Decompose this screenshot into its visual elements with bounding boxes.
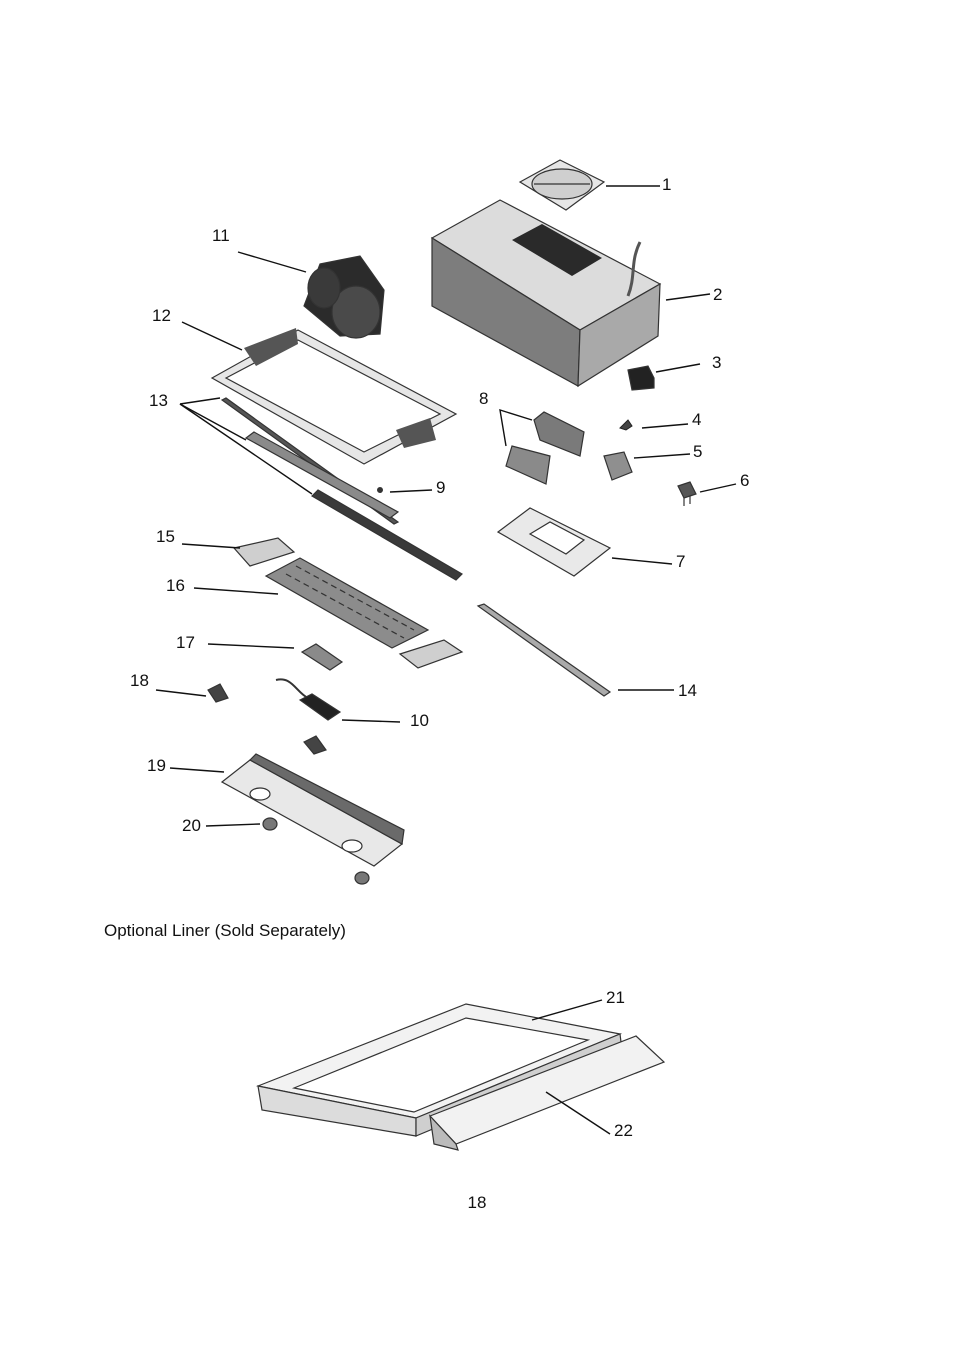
part-8-control-box — [505, 411, 585, 485]
callout-4: 4 — [692, 410, 702, 429]
callout-12: 12 — [152, 306, 171, 325]
part-20-lamp — [262, 817, 278, 831]
part-16-baffle-filter — [264, 557, 430, 649]
callout-22: 22 — [614, 1121, 633, 1140]
callout-8: 8 — [479, 389, 489, 408]
callout-10: 10 — [410, 711, 429, 730]
part-18-lamp-holder — [207, 683, 229, 703]
part-4-clip — [619, 419, 633, 431]
page-number: 18 — [467, 1193, 487, 1212]
callout-11: 11 — [212, 226, 230, 245]
part-9-screw — [377, 487, 383, 493]
part-22-liner-front — [428, 1035, 666, 1151]
callout-6: 6 — [740, 471, 750, 490]
part-15-filter-right — [398, 639, 464, 669]
callout-2: 2 — [713, 285, 723, 304]
callout-13: 13 — [149, 391, 168, 410]
part-3-bracket — [627, 365, 655, 391]
part-18-lamp-holder-2 — [303, 735, 327, 755]
callout-18: 18 — [130, 671, 149, 690]
part-5-cover-plate — [603, 451, 633, 481]
part-14-front-strip — [476, 603, 612, 697]
part-19-light-panel — [220, 753, 405, 867]
callout-20: 20 — [182, 816, 201, 835]
callout-15: 15 — [156, 527, 175, 546]
part-12-frame — [210, 328, 458, 465]
part-2-hood-body — [430, 199, 662, 388]
part-13-rails — [220, 397, 463, 581]
callout-19: 19 — [147, 756, 166, 775]
callout-16: 16 — [166, 576, 185, 595]
part-11-blower — [303, 255, 385, 339]
part-6-switch — [677, 481, 697, 506]
part-1-duct-collar — [518, 159, 606, 211]
callout-3: 3 — [712, 353, 722, 372]
leader-lines — [155, 185, 737, 1135]
liner-caption: Optional Liner (Sold Separately) — [104, 921, 346, 940]
part-7-mounting-plate — [496, 507, 612, 577]
part-20-lamp-2 — [354, 871, 370, 885]
callout-9: 9 — [436, 478, 446, 497]
callout-17: 17 — [176, 633, 195, 652]
callout-5: 5 — [693, 442, 703, 461]
callout-14: 14 — [678, 681, 697, 700]
part-10-transformer — [275, 678, 342, 721]
part-15-filter — [232, 537, 296, 567]
part-17-switch-bracket — [300, 643, 344, 671]
callout-1: 1 — [662, 175, 672, 194]
callout-21: 21 — [606, 988, 625, 1007]
callout-7: 7 — [676, 552, 686, 571]
